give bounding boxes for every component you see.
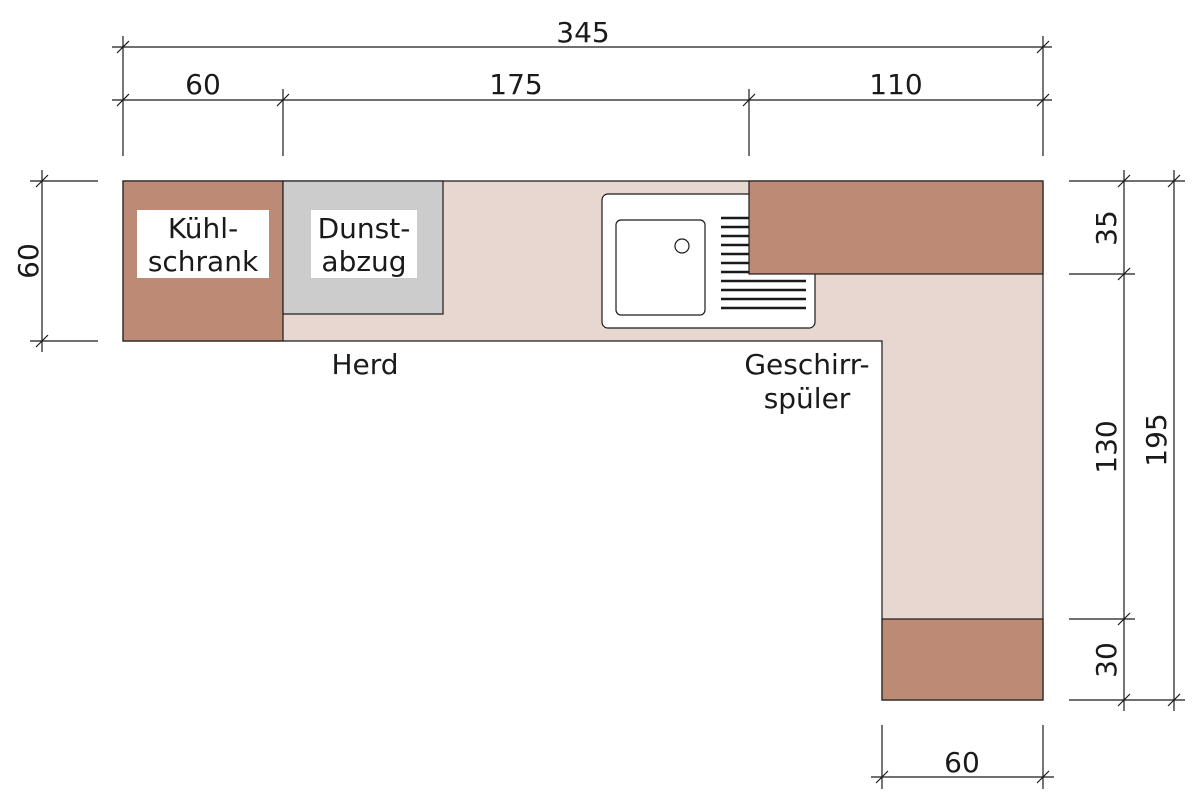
fridge-label-bg — [137, 210, 269, 278]
dimension-right-seg1-label: 35 — [1090, 210, 1123, 246]
hood-label-bg — [311, 210, 417, 278]
dishwasher-label-line1: Geschirr- — [744, 348, 869, 381]
fridge-label-line1: Kühl- — [168, 212, 238, 245]
dimension-right-seg3-label: 30 — [1090, 642, 1123, 678]
dimension-right-segments: 35 130 30 — [1069, 170, 1185, 711]
stove-label: Herd — [331, 348, 398, 381]
fridge-label-line2: schrank — [148, 245, 259, 278]
dimension-left: 60 — [12, 170, 98, 352]
dimension-bottom-label: 60 — [944, 746, 980, 779]
dimension-top-total-label: 345 — [556, 16, 609, 49]
dimension-top-segments: 60 175 110 — [112, 68, 1052, 156]
bottom-right-cabinet — [881, 618, 1044, 701]
sink-basin — [615, 219, 706, 316]
hood-label-line1: Dunst- — [318, 212, 411, 245]
hood-label-line2: abzug — [321, 245, 406, 278]
sink-drain — [674, 238, 690, 254]
dimension-bottom: 60 — [871, 725, 1054, 789]
dimension-left-label: 60 — [12, 243, 45, 279]
dimension-right-total: 195 — [1140, 170, 1181, 711]
dimension-right-total-label: 195 — [1140, 413, 1173, 466]
dimension-top-seg1-label: 60 — [185, 68, 221, 101]
dimension-right-seg2-label: 130 — [1090, 420, 1123, 473]
dimension-top-seg3-label: 110 — [869, 68, 922, 101]
dimension-top-total: 345 — [112, 16, 1052, 156]
dimension-top-seg2-label: 175 — [489, 68, 542, 101]
dishwasher-label-line2: spüler — [764, 382, 851, 415]
upper-right-cabinet — [748, 180, 1044, 275]
